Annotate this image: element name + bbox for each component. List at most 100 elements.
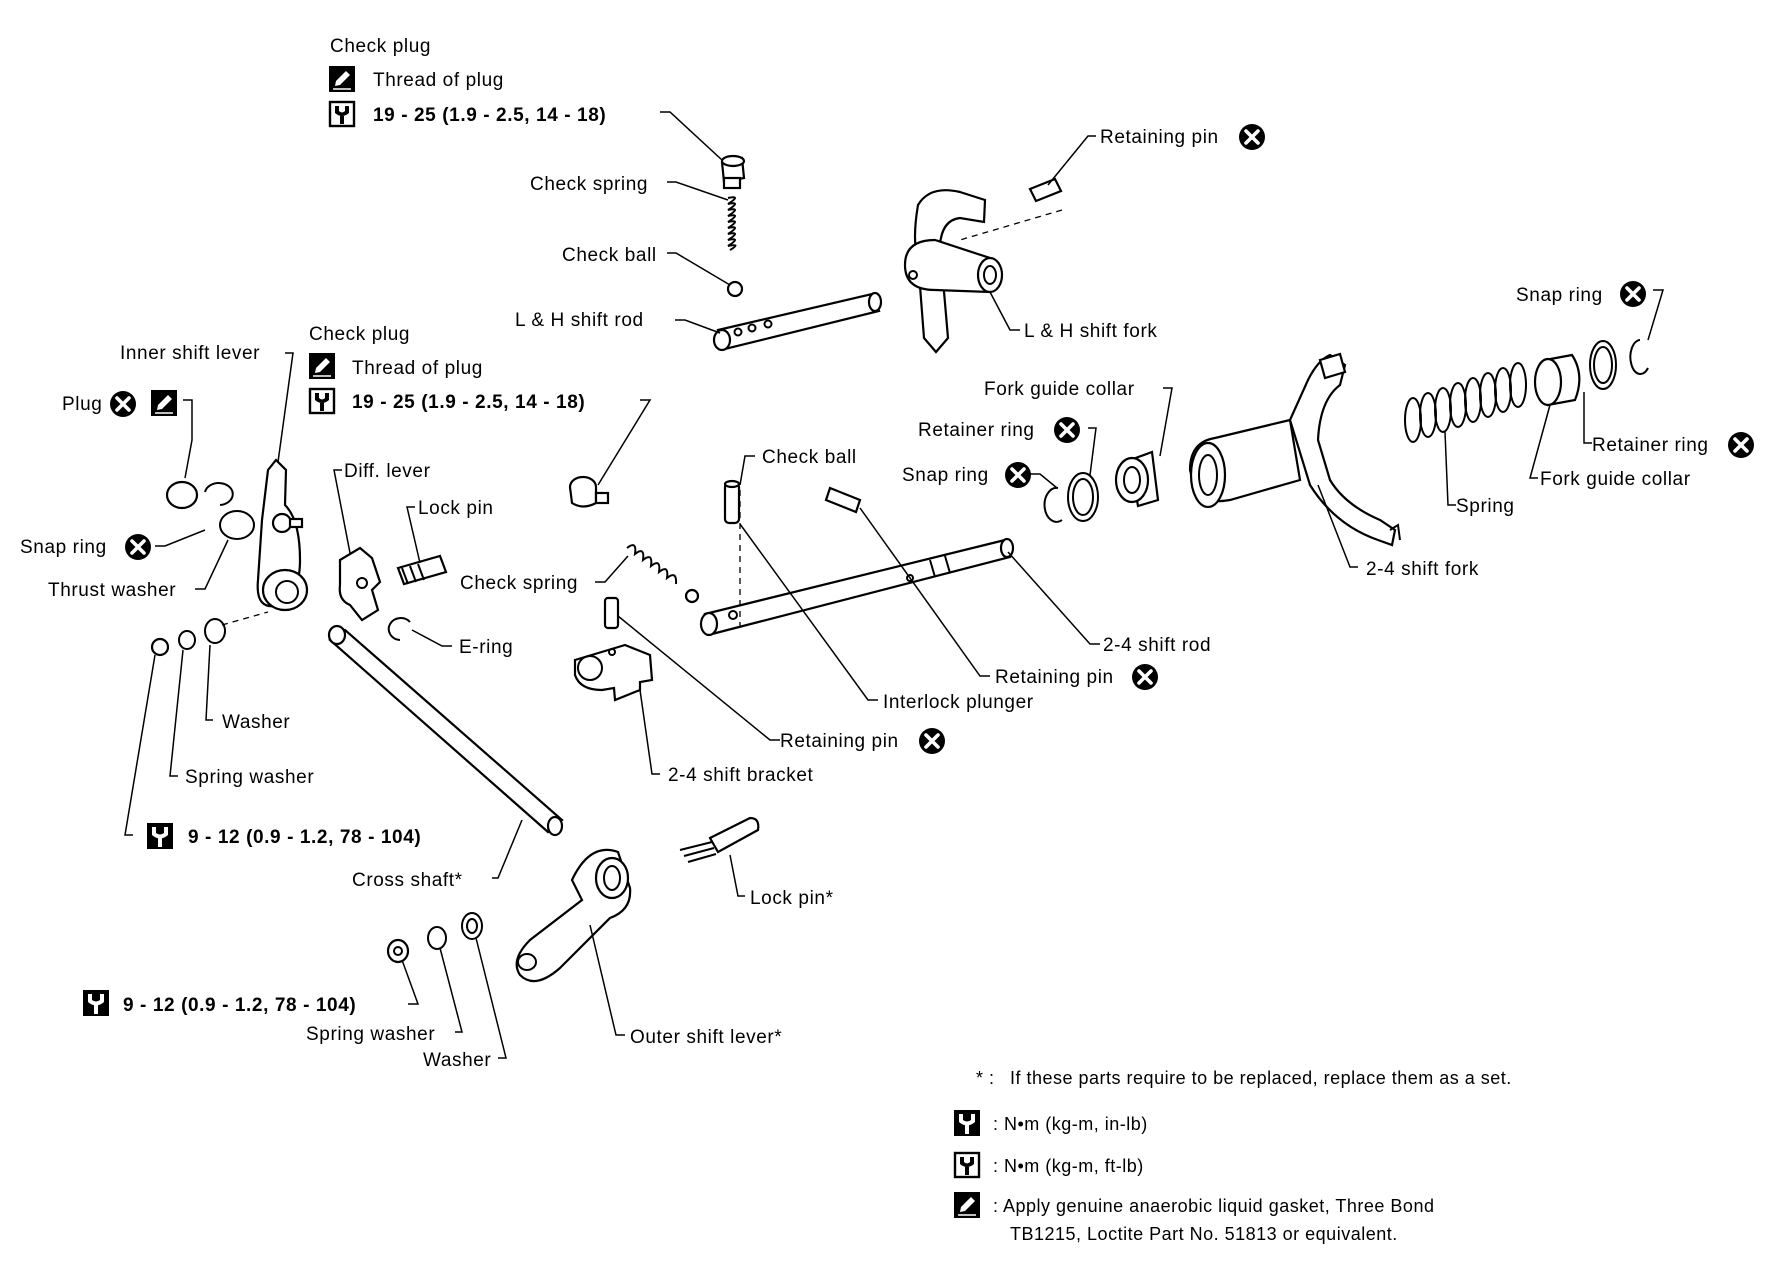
fork-guide-collar-right-part	[1533, 353, 1581, 407]
x-circle-icon	[1618, 279, 1648, 309]
label-spring-washer-lower: Spring washer	[306, 1024, 435, 1045]
label-diff-lever: Diff. lever	[344, 461, 431, 482]
x-circle-icon	[917, 726, 947, 756]
label-retaining-pin-top: Retaining pin	[1100, 127, 1219, 148]
washer-upper-part	[204, 618, 226, 644]
legend-nm-ftlb: : N•m (kg-m, ft-lb)	[993, 1156, 1144, 1176]
cross-shaft-part	[327, 624, 564, 837]
inner-shift-lever-part	[256, 458, 309, 612]
diff-lever-part	[338, 546, 382, 622]
nut-upper-part	[150, 637, 170, 657]
snap-ring-left-part	[204, 482, 234, 506]
spring-washer-lower-part	[427, 926, 447, 950]
shift-fork-24-part	[1188, 352, 1401, 547]
washer-lower-part	[461, 912, 483, 940]
label-check-ball-top: Check ball	[562, 245, 657, 266]
x-circle-icon	[108, 389, 138, 419]
retaining-pin-top-part	[1028, 177, 1063, 203]
lock-pin-lower-part	[679, 816, 760, 863]
legend-nm-inlb: : N•m (kg-m, in-lb)	[993, 1114, 1148, 1134]
legend-asterisk-text: If these parts require to be replaced, r…	[1010, 1068, 1512, 1088]
legend: * : If these parts require to be replace…	[953, 1068, 1512, 1244]
torque-check-plug-top: 19 - 25 (1.9 - 2.5, 14 - 18)	[373, 105, 606, 126]
torque-wrench-outline-icon	[328, 100, 356, 128]
e-ring-part	[387, 617, 411, 641]
label-lock-pin-lower: Lock pin*	[750, 888, 834, 909]
retaining-pin-mid-part	[824, 486, 862, 514]
label-retainer-ring-right: Retainer ring	[1592, 435, 1709, 456]
label-shift-rod-24: 2-4 shift rod	[1103, 635, 1211, 656]
torque-wrench-filled-icon	[147, 823, 173, 849]
label-thread-of-plug-mid: Thread of plug	[352, 358, 483, 379]
lh-shift-rod-part	[712, 291, 883, 352]
label-fork-guide-collar-right: Fork guide collar	[1540, 469, 1691, 490]
label-check-ball-mid: Check ball	[762, 447, 857, 468]
lock-pin-upper-part	[396, 554, 448, 586]
label-shift-fork-24: 2-4 shift fork	[1366, 559, 1479, 580]
retaining-pin-bracket-part	[603, 596, 620, 630]
retainer-ring-mid-part	[1067, 472, 1099, 522]
gasket-icon	[308, 352, 336, 380]
label-plug: Plug	[62, 394, 102, 415]
plug-part	[165, 480, 199, 510]
gasket-icon	[953, 1191, 981, 1219]
torque-wrench-outline-icon	[308, 387, 336, 415]
label-snap-ring-mid: Snap ring	[902, 465, 989, 486]
label-outer-shift-lever: Outer shift lever*	[630, 1027, 782, 1048]
label-inner-shift-lever: Inner shift lever	[120, 343, 260, 364]
check-spring-mid-part	[626, 544, 678, 585]
retainer-ring-right-part	[1589, 340, 1617, 390]
label-cross-shaft: Cross shaft*	[352, 870, 463, 891]
label-snap-ring-right: Snap ring	[1516, 285, 1603, 306]
torque-nut-upper: 9 - 12 (0.9 - 1.2, 78 - 104)	[188, 827, 421, 848]
label-thread-of-plug-top: Thread of plug	[373, 70, 504, 91]
torque-wrench-filled-icon	[83, 990, 109, 1016]
torque-check-plug-mid: 19 - 25 (1.9 - 2.5, 14 - 18)	[352, 392, 585, 413]
check-spring-top-part	[727, 196, 737, 251]
label-lh-shift-fork: L & H shift fork	[1024, 321, 1158, 342]
label-check-spring-mid: Check spring	[460, 573, 578, 594]
lh-shift-fork-part	[903, 189, 1004, 354]
label-snap-ring-left: Snap ring	[20, 537, 107, 558]
check-plug-mid-part	[568, 475, 610, 508]
label-check-plug-mid: Check plug	[309, 324, 410, 345]
label-interlock-plunger: Interlock plunger	[883, 692, 1034, 713]
x-circle-icon	[1237, 122, 1267, 152]
label-shift-bracket-24: 2-4 shift bracket	[668, 765, 813, 786]
shift-bracket-24-part	[573, 643, 654, 702]
label-fork-guide-collar-mid: Fork guide collar	[984, 379, 1135, 400]
x-circle-icon	[1726, 430, 1756, 460]
torque-wrench-outline-icon	[953, 1151, 981, 1179]
shift-rod-24-part	[699, 537, 1015, 637]
legend-gasket-line1: : Apply genuine anaerobic liquid gasket,…	[993, 1196, 1434, 1216]
interlock-plunger-part	[723, 479, 741, 525]
legend-gasket-line2: TB1215, Loctite Part No. 51813 or equiva…	[1010, 1224, 1398, 1244]
label-lock-pin-upper: Lock pin	[418, 498, 494, 519]
label-lh-shift-rod: L & H shift rod	[515, 310, 644, 331]
label-washer-lower: Washer	[423, 1050, 491, 1071]
nut-lower-part	[386, 938, 410, 964]
thrust-washer-part	[219, 510, 255, 540]
spring-washer-upper-part	[178, 630, 196, 650]
label-retainer-ring-mid: Retainer ring	[918, 420, 1035, 441]
spring-part	[1404, 362, 1527, 443]
label-thrust-washer: Thrust washer	[48, 580, 176, 601]
fork-guide-collar-mid-part	[1114, 450, 1160, 508]
legend-asterisk-symbol: * :	[976, 1068, 995, 1088]
torque-wrench-filled-icon	[954, 1110, 980, 1136]
gasket-icon	[328, 65, 356, 93]
torque-nut-lower: 9 - 12 (0.9 - 1.2, 78 - 104)	[123, 995, 356, 1016]
label-check-spring-top: Check spring	[530, 174, 648, 195]
x-circle-icon	[1130, 662, 1160, 692]
check-plug-top-part	[720, 154, 746, 190]
outer-shift-lever-part	[515, 848, 632, 983]
snap-ring-right-part	[1629, 339, 1649, 375]
label-retaining-pin-bracket: Retaining pin	[780, 731, 899, 752]
label-check-plug-top: Check plug	[330, 36, 431, 57]
label-washer-upper: Washer	[222, 712, 290, 733]
label-spring-washer-upper: Spring washer	[185, 767, 314, 788]
x-circle-icon	[1003, 460, 1033, 490]
check-ball-mid-part	[684, 588, 700, 604]
leader-lines	[124, 111, 1665, 1059]
